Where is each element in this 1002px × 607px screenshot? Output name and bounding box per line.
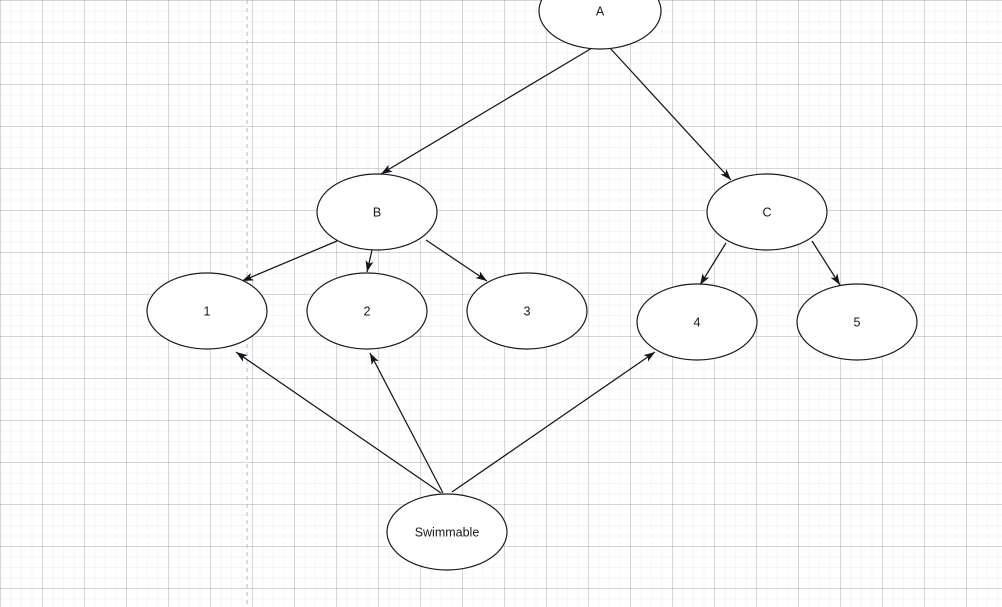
edge-layer [235, 47, 841, 494]
node-a[interactable]: A [538, 0, 662, 50]
node-ellipse-n3[interactable] [466, 272, 588, 350]
node-label-n3: 3 [524, 304, 531, 318]
node-ellipse-swimmable[interactable] [386, 493, 508, 571]
edge-swimmable-to-n1[interactable] [235, 351, 442, 494]
edge-b-to-n1[interactable] [241, 240, 338, 282]
node-label-swimmable: Swimmable [415, 525, 480, 539]
node-label-a: A [596, 4, 605, 18]
node-ellipse-n4[interactable] [636, 283, 758, 361]
edge-c-to-n5[interactable] [811, 240, 841, 286]
node-ellipse-n1[interactable] [146, 272, 268, 350]
node-ellipse-n2[interactable] [306, 272, 428, 350]
node-c[interactable]: C [706, 173, 828, 251]
node-label-c: C [762, 205, 771, 219]
node-label-n2: 2 [364, 304, 371, 318]
node-label-n5: 5 [854, 315, 861, 329]
edge-b-to-n3[interactable] [425, 239, 488, 282]
node-swimmable[interactable]: Swimmable [386, 493, 508, 571]
edge-b-to-n2[interactable] [365, 249, 374, 273]
node-label-n1: 1 [204, 304, 211, 318]
node-b[interactable]: B [316, 173, 438, 251]
node-n4[interactable]: 4 [636, 283, 758, 361]
edge-c-to-n4[interactable] [699, 242, 727, 286]
edge-swimmable-to-n2[interactable] [369, 352, 444, 494]
node-n3[interactable]: 3 [466, 272, 588, 350]
node-n5[interactable]: 5 [796, 283, 918, 361]
node-ellipse-c[interactable] [706, 173, 828, 251]
node-ellipse-b[interactable] [316, 173, 438, 251]
edge-swimmable-to-n4[interactable] [451, 351, 656, 493]
node-label-n4: 4 [694, 315, 701, 329]
node-n1[interactable]: 1 [146, 272, 268, 350]
edge-a-to-c[interactable] [609, 47, 732, 181]
edge-a-to-b[interactable] [380, 47, 593, 175]
node-ellipse-a[interactable] [538, 0, 662, 50]
node-n2[interactable]: 2 [306, 272, 428, 350]
node-label-b: B [373, 205, 381, 219]
node-ellipse-n5[interactable] [796, 283, 918, 361]
